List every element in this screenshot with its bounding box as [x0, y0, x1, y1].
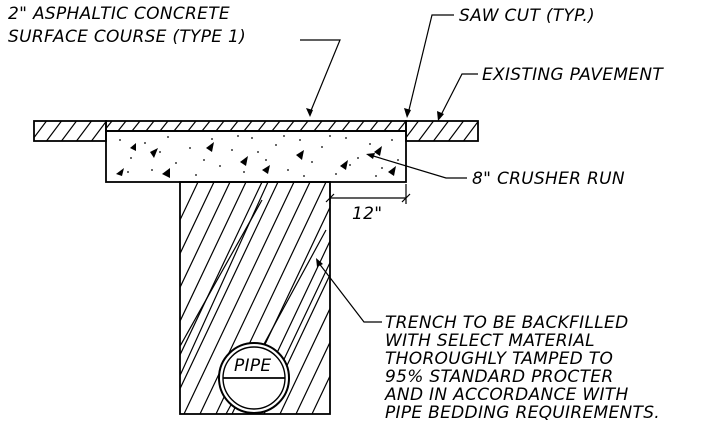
pipe-section [218, 342, 290, 414]
trench-note-line: WITH SELECT MATERIAL [385, 331, 595, 351]
asphalt-label-line1: 2" ASPHALTIC CONCRETE [8, 4, 230, 24]
leader-trench [316, 258, 382, 323]
crusher-run-label: 8" CRUSHER RUN [472, 169, 625, 189]
dimension-12in [325, 184, 411, 204]
leader-crusher-run [366, 153, 467, 179]
existing-pavement-right [405, 120, 479, 142]
trench-note-line: PIPE BEDDING REQUIREMENTS. [385, 403, 660, 423]
dimension-label: 12" [352, 204, 382, 224]
asphalt-label-line2: SURFACE COURSE (TYPE 1) [8, 27, 246, 47]
trench-notes: TRENCH TO BE BACKFILLED WITH SELECT MATE… [384, 313, 660, 423]
existing-pavement-label: EXISTING PAVEMENT [482, 65, 664, 85]
crusher-run-base [105, 130, 407, 183]
pipe-label: PIPE [234, 356, 271, 376]
trench-note-line: AND IN ACCORDANCE WITH [384, 385, 629, 405]
saw-cut-label: SAW CUT (TYP.) [459, 6, 595, 26]
trench-note-line: TRENCH TO BE BACKFILLED [385, 313, 628, 333]
trench-note-line: THOROUGHLY TAMPED TO [385, 349, 613, 369]
leader-saw-cut [404, 14, 454, 118]
trench-note-line: 95% STANDARD PROCTER [385, 367, 613, 387]
leader-asphalt [300, 39, 341, 117]
asphalt-surface-course [105, 120, 407, 132]
leader-existing-pavement [437, 73, 478, 121]
